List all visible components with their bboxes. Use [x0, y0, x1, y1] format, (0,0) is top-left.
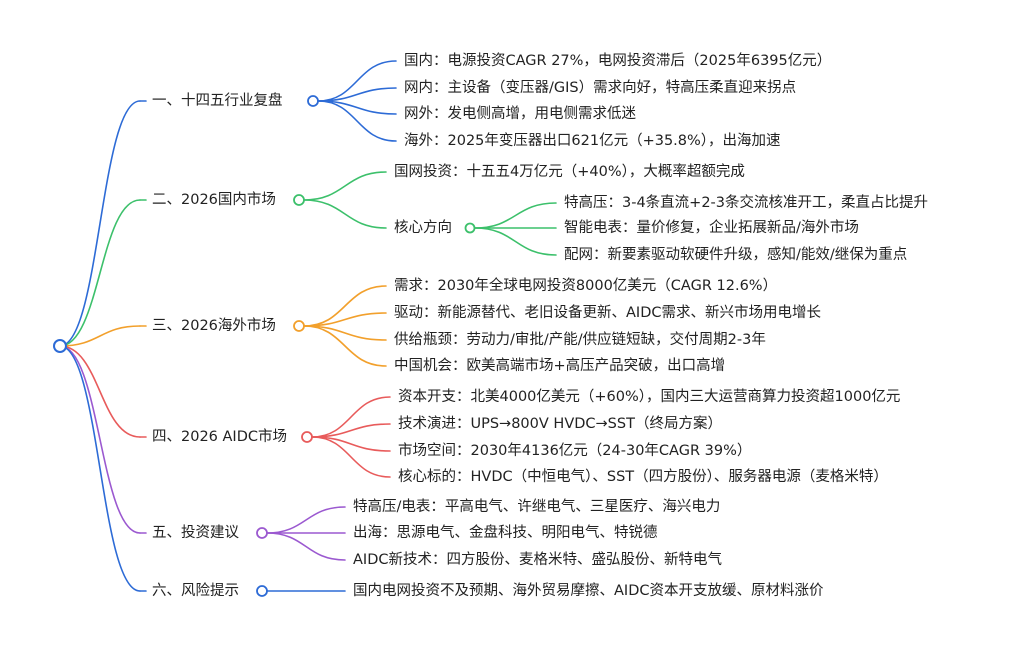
branch-child-link-b3-3 [303, 325, 387, 367]
branch-child-link-b2-1 [303, 199, 387, 229]
branch-node-b2[interactable] [293, 194, 305, 206]
leaf-b2-1[interactable]: 核心方向 [394, 220, 452, 236]
branch-heading-b6[interactable]: 六、风险提示 [152, 583, 239, 599]
leaf-b5-2: AIDC新技术：四方股份、麦格米特、盛弘股份、新特电气 [353, 552, 722, 568]
branch-node-b4[interactable] [301, 431, 313, 443]
branch-child-link-b4-3 [311, 436, 391, 478]
leaf-b1-2: 网外：发电侧高增，用电侧需求低迷 [404, 106, 636, 122]
leaf-b1-1: 网内：主设备（变压器/GIS）需求向好，特高压柔直迎来拐点 [404, 80, 797, 96]
leaf-b1-0: 国内：电源投资CAGR 27%，电网投资滞后（2025年6395亿元） [404, 53, 832, 69]
branch-child-link-b1-0 [317, 60, 397, 102]
leaf-b2-1-2: 配网：新要素驱动软硬件升级，感知/能效/继保为重点 [564, 247, 908, 263]
root-node[interactable] [53, 339, 67, 353]
branch-heading-b3[interactable]: 三、2026海外市场 [152, 318, 276, 334]
branch-child-link-b2-0 [303, 171, 387, 201]
sub-child-link-b2-1-0 [474, 202, 557, 229]
leaf-b4-3: 核心标的：HVDC（中恒电气）、SST（四方股份）、服务器电源（麦格米特） [398, 469, 888, 485]
branch-child-link-b5-0 [266, 506, 346, 534]
leaf-b2-0: 国网投资：十五五4万亿元（+40%），大概率超额完成 [394, 164, 745, 180]
leaf-b3-1: 驱动：新能源替代、老旧设备更新、AIDC需求、新兴市场用电增长 [394, 305, 821, 321]
leaf-b4-2: 市场空间：2030年4136亿元（24-30年CAGR 39%） [398, 443, 752, 459]
sub-node-b2-1[interactable] [464, 222, 476, 234]
leaf-b5-0: 特高压/电表：平高电气、许继电气、三星医疗、海兴电力 [353, 499, 721, 515]
root-branch-link-b1 [59, 100, 141, 347]
branch-heading-b5[interactable]: 五、投资建议 [152, 525, 239, 541]
branch-node-b1[interactable] [307, 95, 319, 107]
root-branch-link-b4 [59, 345, 141, 438]
branch-child-link-b5-2 [266, 532, 346, 561]
leaf-b1-3: 海外：2025年变压器出口621亿元（+35.8%），出海加速 [404, 133, 781, 149]
leaf-b4-0: 资本开支：北美4000亿美元（+60%），国内三大运营商算力投资超1000亿元 [398, 389, 901, 405]
branch-heading-b4[interactable]: 四、2026 AIDC市场 [152, 429, 287, 445]
branch-node-b6[interactable] [256, 585, 268, 597]
branch-child-link-b4-0 [311, 396, 391, 438]
sub-child-link-b2-1-2 [474, 227, 557, 256]
branch-node-b5[interactable] [256, 527, 268, 539]
root-branch-link-b5 [59, 345, 141, 534]
leaf-b6-0: 国内电网投资不及预期、海外贸易摩擦、AIDC资本开支放缓、原材料涨价 [353, 583, 824, 599]
leaf-b3-2: 供给瓶颈：劳动力/审批/产能/供应链短缺，交付周期2-3年 [394, 332, 766, 348]
leaf-b3-3: 中国机会：欧美高端市场+高压产品突破，出口高增 [394, 358, 726, 374]
root-branch-link-b6 [59, 345, 141, 592]
branch-heading-b2[interactable]: 二、2026国内市场 [152, 192, 276, 208]
leaf-b2-1-1: 智能电表：量价修复，企业拓展新品/海外市场 [564, 220, 859, 236]
branch-child-link-b1-3 [317, 100, 397, 142]
leaf-b3-0: 需求：2030年全球电网投资8000亿美元（CAGR 12.6%） [394, 278, 778, 294]
branch-child-link-b3-0 [303, 285, 387, 327]
branch-node-b3[interactable] [293, 320, 305, 332]
root-branch-link-b3 [59, 325, 141, 347]
root-branch-link-b2 [59, 199, 141, 347]
leaf-b5-1: 出海：思源电气、金盘科技、明阳电气、特锐德 [353, 525, 658, 541]
leaf-b2-1-0: 特高压：3-4条直流+2-3条交流核准开工，柔直占比提升 [564, 195, 929, 211]
branch-heading-b1[interactable]: 一、十四五行业复盘 [152, 93, 283, 109]
leaf-b4-1: 技术演进：UPS→800V HVDC→SST（终局方案） [398, 416, 722, 432]
